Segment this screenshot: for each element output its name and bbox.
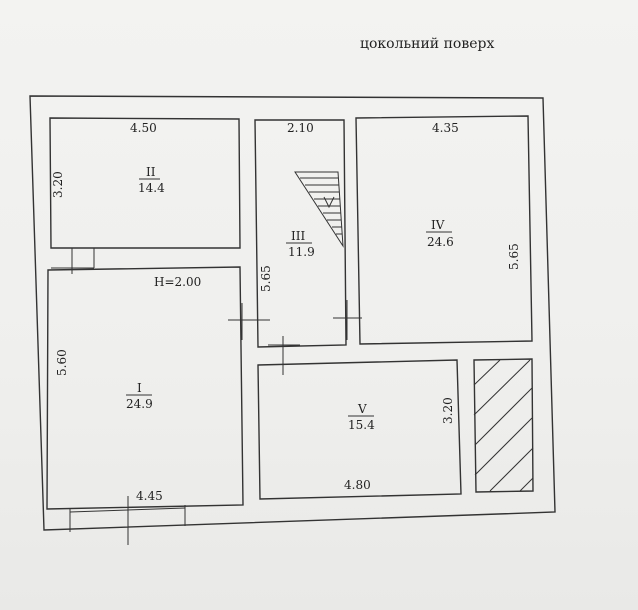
room-ii-outline	[49, 117, 241, 249]
room-ii-width: 4.50	[130, 121, 157, 135]
room-iii-area: 11.9	[288, 245, 315, 259]
room-iv-outline	[355, 115, 533, 345]
room-iv-height: 5.65	[507, 243, 521, 270]
room-ii-area: 14.4	[138, 181, 165, 195]
room-v-number: V	[357, 402, 367, 416]
room-iii-outline	[254, 119, 347, 348]
hatched-column	[473, 358, 534, 493]
room-ii-number: II	[146, 165, 156, 179]
room-i-height: 5.60	[55, 349, 69, 376]
staircase	[294, 171, 344, 248]
door-markers	[51, 248, 362, 545]
room-ii-height: 3.20	[51, 171, 65, 198]
room-i-area: 24.9	[126, 397, 153, 411]
height-label: H=2.00	[154, 275, 201, 289]
room-iv-width: 4.35	[432, 121, 459, 135]
outer-wall	[29, 95, 556, 531]
room-i-number: I	[137, 381, 142, 395]
room-i-outline	[46, 266, 244, 510]
room-v-area: 15.4	[348, 418, 375, 432]
room-iii-width: 2.10	[287, 121, 314, 135]
room-v-width: 4.80	[344, 478, 371, 492]
room-v-height: 3.20	[441, 397, 455, 424]
room-iv-area: 24.6	[427, 235, 454, 249]
page-title: цокольний поверх	[360, 36, 495, 52]
room-i-width: 4.45	[136, 489, 163, 503]
room-v-outline	[257, 359, 462, 500]
room-iii-number: III	[291, 229, 305, 243]
room-iii-height: 5.65	[259, 265, 273, 292]
room-iv-number: IV	[431, 218, 445, 232]
